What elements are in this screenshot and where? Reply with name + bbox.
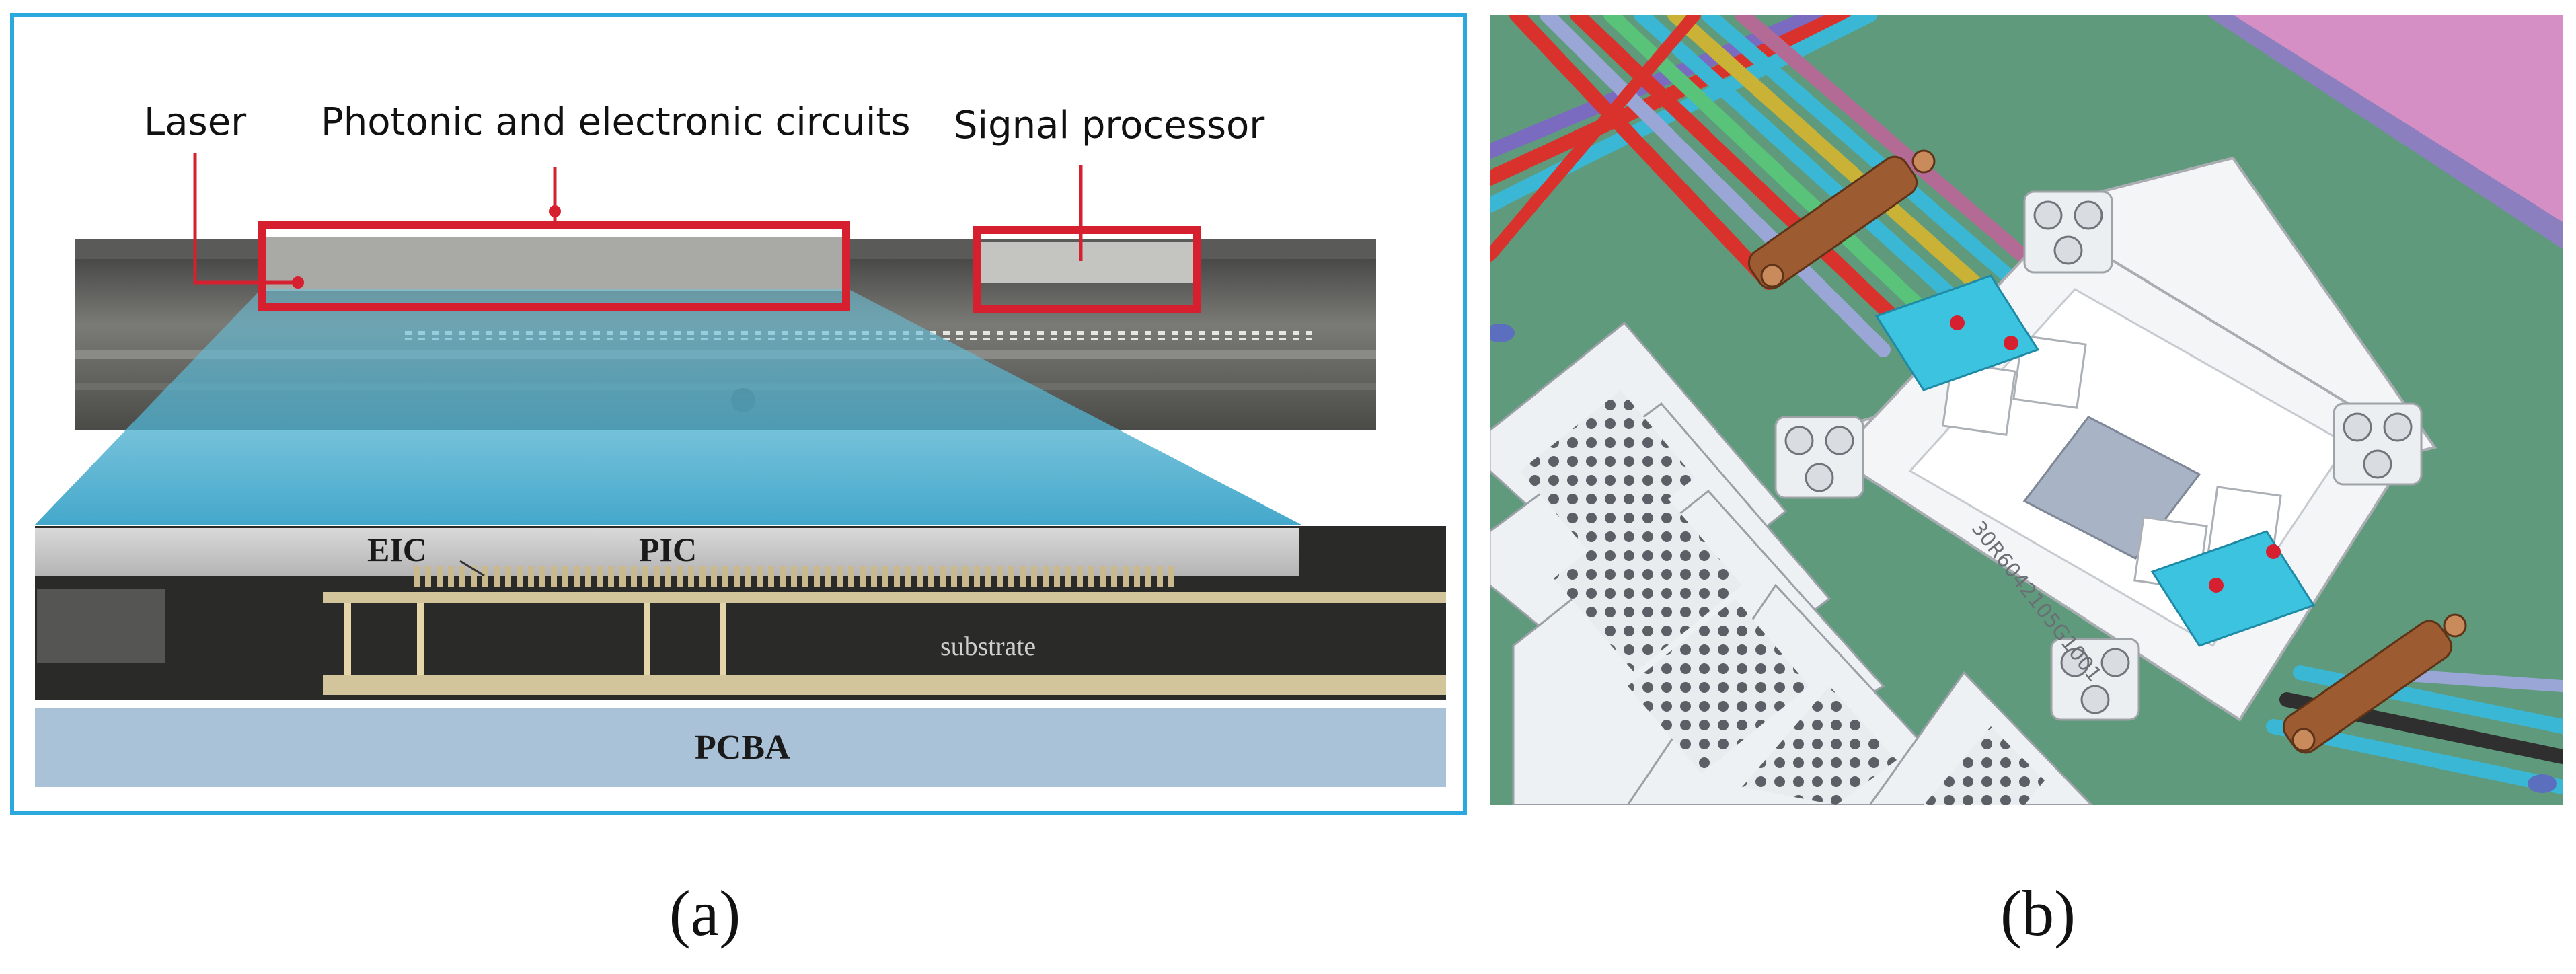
- label-circuits: Photonic and electronic circuits: [321, 100, 911, 144]
- via: [344, 603, 351, 675]
- panel-a: Laser Photonic and electronic circuits S…: [10, 13, 1467, 815]
- label-substrate: substrate: [940, 631, 1036, 661]
- substrate-top: [323, 592, 1446, 603]
- standoff: [2528, 774, 2557, 793]
- cable-bundle-top: [1490, 15, 2066, 357]
- heat-sink-fins: [1490, 321, 2094, 805]
- signal-processor-box: [973, 226, 1201, 313]
- zoom-projection: [35, 289, 1301, 525]
- circuits-box: [258, 221, 850, 311]
- eic-pointer: [459, 560, 485, 577]
- label-laser: Laser: [144, 100, 247, 144]
- circuits-leader-dot: [549, 205, 561, 217]
- via: [417, 603, 424, 675]
- pcba-bar: [35, 708, 1446, 787]
- highlights: [193, 153, 1201, 313]
- substrate-bottom: [323, 675, 1446, 695]
- optical-connectors: [1874, 274, 2316, 647]
- purple-rail-edge: [2206, 15, 2563, 249]
- label-pic: PIC: [639, 531, 697, 568]
- caption-b: (b): [2000, 877, 2076, 949]
- label-signal-processor: Signal processor: [954, 104, 1265, 147]
- panel-b: 30R6042105G1001: [1490, 15, 2563, 805]
- cross-section: [35, 526, 1446, 787]
- label-eic: EIC: [367, 531, 427, 568]
- bump-row: [410, 566, 1177, 587]
- laser-leader: [193, 153, 296, 285]
- cable-clamp: [2282, 620, 2453, 754]
- via: [644, 603, 650, 675]
- label-pcba: PCBA: [695, 728, 790, 767]
- caption-a: (a): [669, 877, 741, 949]
- screw-icons: [1784, 200, 2413, 714]
- laser-dot: [292, 276, 304, 289]
- cable-clamp: [1747, 155, 1918, 290]
- via: [720, 603, 726, 675]
- cable-clamps: [1747, 149, 2467, 754]
- standoff: [1490, 324, 1515, 342]
